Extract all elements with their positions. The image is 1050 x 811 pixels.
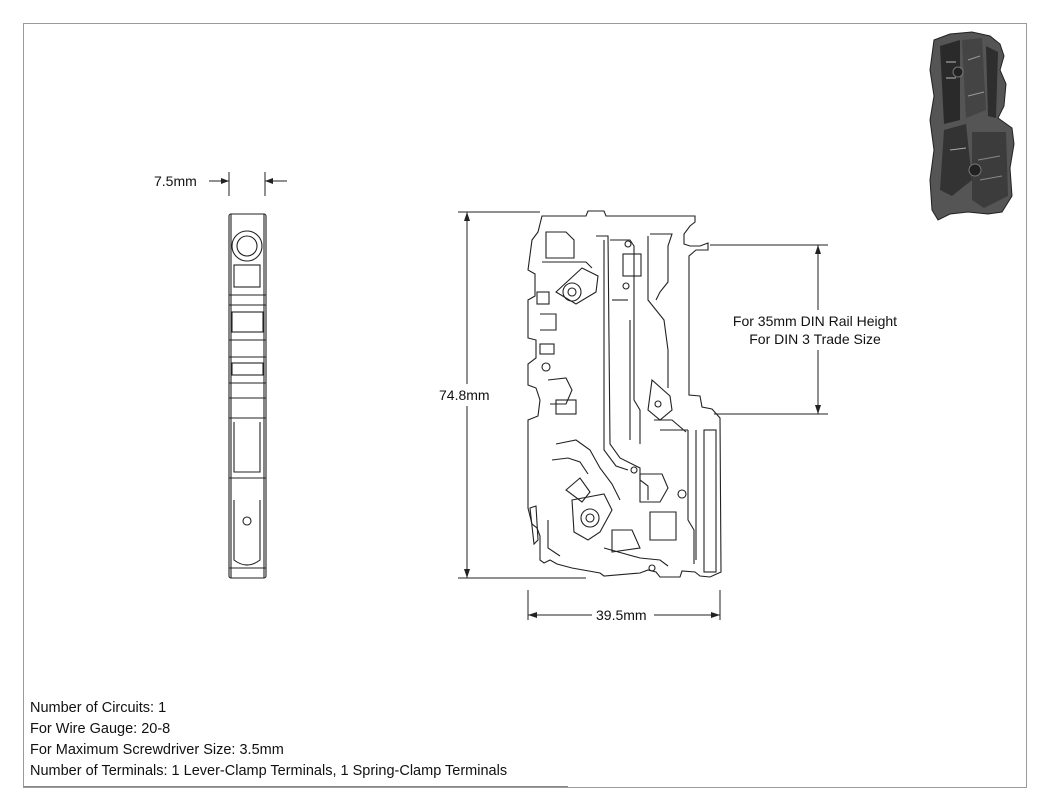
din-rail-note: For 35mm DIN Rail Height For DIN 3 Trade… (722, 312, 908, 348)
drawing-border (23, 23, 1027, 788)
dimension-lines (209, 172, 828, 620)
spec-underline (23, 786, 568, 787)
dimension-width-label: 39.5mm (596, 607, 647, 623)
din-rail-note-line2: For DIN 3 Trade Size (749, 331, 881, 347)
front-profile (527, 210, 722, 578)
din-rail-note-line1: For 35mm DIN Rail Height (732, 313, 898, 329)
spec-wire-gauge: For Wire Gauge: 20-8 (30, 721, 171, 737)
spec-terminals: Number of Terminals: 1 Lever-Clamp Termi… (30, 763, 508, 779)
isometric-thumbnail (929, 31, 1015, 221)
spec-list: Number of Circuits: 1 For Wire Gauge: 20… (30, 698, 507, 782)
dimension-width-thin-label: 7.5mm (154, 173, 197, 189)
dimension-height-label: 74.8mm (439, 387, 490, 403)
side-view (228, 213, 267, 579)
spec-screwdriver: For Maximum Screwdriver Size: 3.5mm (30, 742, 284, 758)
dimension-arrows (221, 178, 821, 618)
spec-circuits: Number of Circuits: 1 (30, 700, 167, 716)
